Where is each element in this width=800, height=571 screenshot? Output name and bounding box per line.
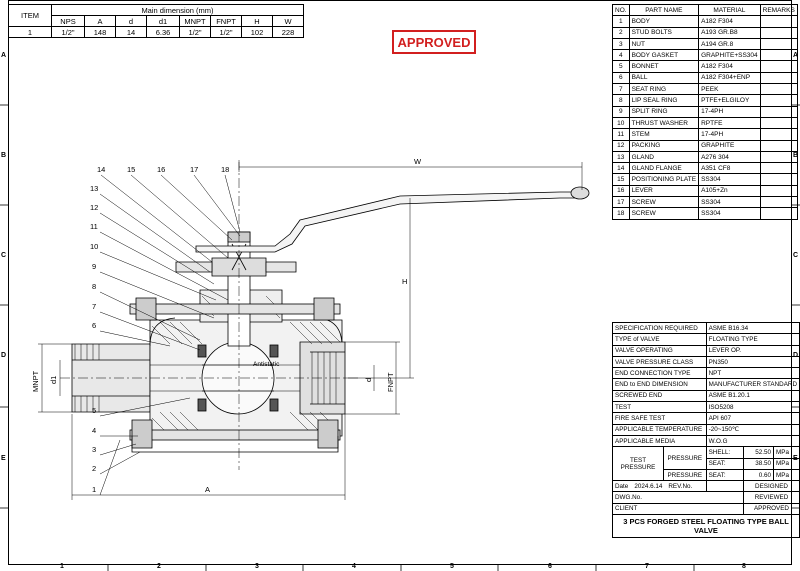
col-label-5: 5 bbox=[450, 563, 454, 570]
drawing-title: 3 PCS FORGED STEEL FLOATING TYPE BALL VA… bbox=[612, 514, 800, 539]
date-value: 2024.6.14 bbox=[634, 482, 663, 490]
row-label-c: C bbox=[1, 252, 7, 259]
col-label-6: 6 bbox=[548, 563, 552, 570]
part-material: SS304 bbox=[698, 207, 761, 220]
part-remarks bbox=[759, 15, 798, 28]
col-label-1: 1 bbox=[60, 563, 64, 570]
row-label-d: D bbox=[1, 352, 7, 359]
col-label-2: 2 bbox=[157, 563, 161, 570]
spec-label: APPLICABLE MEDIA bbox=[612, 434, 707, 448]
balloon-13: 13 bbox=[90, 184, 98, 193]
rev-label: REV.No. bbox=[668, 482, 693, 490]
balloon-1: 1 bbox=[92, 485, 96, 494]
drawing-frame bbox=[8, 0, 792, 565]
row-label-c-right: C bbox=[793, 252, 799, 259]
row-label-a: A bbox=[1, 52, 7, 59]
balloon-16: 16 bbox=[157, 165, 165, 174]
antistatic-label: Antistatic bbox=[253, 361, 280, 368]
d-value: 14 bbox=[115, 26, 147, 38]
balloon-10: 10 bbox=[90, 242, 98, 251]
dim-mnpt-label: MNPT bbox=[31, 370, 40, 392]
balloon-11: 11 bbox=[90, 222, 98, 231]
row-label-b: B bbox=[1, 152, 7, 159]
dim-a-label: A bbox=[205, 485, 210, 494]
col-label-7: 7 bbox=[645, 563, 649, 570]
balloon-12: 12 bbox=[90, 203, 98, 212]
mnpt-value: 1/2" bbox=[179, 26, 211, 38]
dim-h-label: H bbox=[402, 277, 407, 286]
balloon-8: 8 bbox=[92, 282, 96, 291]
balloon-15: 15 bbox=[127, 165, 135, 174]
balloon-6: 6 bbox=[92, 321, 96, 330]
part-name: BODY bbox=[628, 15, 700, 28]
dim-d-label: d bbox=[364, 378, 373, 382]
balloon-7: 7 bbox=[92, 302, 96, 311]
col-label-3: 3 bbox=[255, 563, 259, 570]
balloon-2: 2 bbox=[92, 464, 96, 473]
dimension-table: ITEM Main dimension (mm) NPS A d d1 MNPT… bbox=[8, 4, 304, 38]
balloon-9: 9 bbox=[92, 262, 96, 271]
approved-label: APPROVED bbox=[742, 502, 800, 516]
balloon-5: 5 bbox=[92, 406, 96, 415]
part-remarks bbox=[759, 207, 798, 220]
w-value: 228 bbox=[272, 26, 304, 38]
date-label: Date bbox=[615, 482, 629, 490]
balloon-14: 14 bbox=[97, 165, 105, 174]
balloon-18: 18 bbox=[221, 165, 229, 174]
part-name: SCREW bbox=[628, 207, 700, 220]
row-label-e: E bbox=[1, 455, 6, 462]
balloon-4: 4 bbox=[92, 426, 96, 435]
balloon-17: 17 bbox=[190, 165, 198, 174]
approved-stamp: APPROVED bbox=[392, 30, 476, 54]
balloon-3: 3 bbox=[92, 445, 96, 454]
part-material: A182 F304 bbox=[698, 15, 761, 28]
dim-w-label: W bbox=[414, 157, 422, 166]
dim-d1-label: d1 bbox=[49, 376, 58, 384]
dim-fnpt-label: FNPT bbox=[386, 372, 395, 392]
col-label-4: 4 bbox=[352, 563, 356, 570]
col-label-8: 8 bbox=[742, 563, 746, 570]
